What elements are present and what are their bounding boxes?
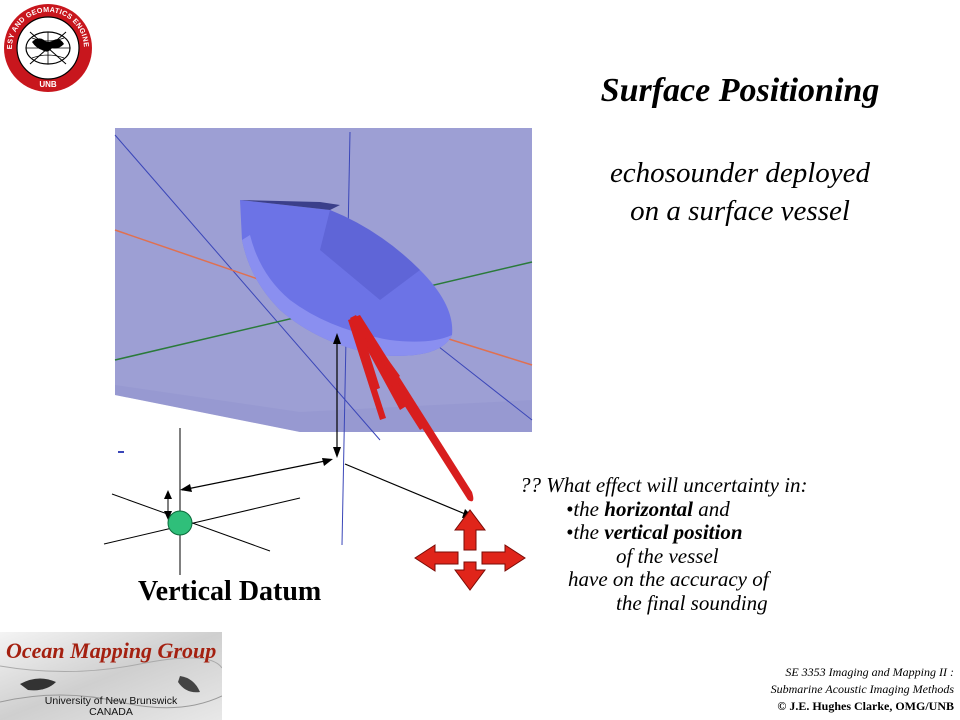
slide-title: Surface Positioning [600, 72, 880, 109]
uncertainty-question: ?? What effect will uncertainty in: •the… [520, 473, 940, 615]
copyright: © J.E. Hughes Clarke, OMG/UNB [777, 699, 954, 713]
bullet-vertical-pre: •the [566, 520, 605, 544]
course-line-2: Submarine Acoustic Imaging Methods [770, 682, 954, 696]
subtitle-line-1: echosounder deployed [609, 157, 871, 189]
sonar-beam-fan [348, 315, 474, 502]
slide-footer: SE 3353 Imaging and Mapping II : Submari… [700, 664, 954, 715]
omg-univ-line-1: University of New Brunswick [44, 695, 178, 707]
subtitle-line-2: on a surface vessel [630, 195, 850, 227]
omg-title: Ocean Mapping Group [6, 638, 217, 663]
omg-univ-line-2: CANADA [89, 706, 133, 718]
question-line-4: of the vessel [616, 543, 719, 568]
question-line-2: •the horizontal and [520, 496, 940, 522]
question-line-5: have on the accuracy of [568, 567, 769, 591]
svg-text:UNB: UNB [39, 80, 57, 89]
bullet-horizontal-post: and [692, 496, 730, 521]
omg-university: University of New Brunswick CANADA [26, 696, 196, 718]
question-line-1: ?? What effect will uncertainty in: [520, 473, 808, 497]
vessel-hull [240, 200, 453, 356]
unb-seal-logo: GEODESY AND GEOMATICS ENGINEERING UNB [2, 2, 92, 92]
bullet-horizontal-pre: •the [566, 496, 605, 521]
bullet-horizontal-bold: horizontal [604, 496, 693, 521]
course-line-1: SE 3353 Imaging and Mapping II : [785, 665, 954, 679]
red-arrow-cross [414, 509, 526, 591]
question-line-6: the final sounding [616, 590, 768, 615]
omg-logo-backdrop [0, 632, 222, 720]
vertical-datum-label: Vertical Datum [138, 576, 322, 607]
slide-subtitle: echosounder deployed on a surface vessel [560, 154, 920, 230]
question-line-3: •the vertical position [520, 520, 940, 545]
bullet-vertical-bold: vertical position [604, 520, 743, 544]
vertical-datum-marker [167, 510, 193, 536]
